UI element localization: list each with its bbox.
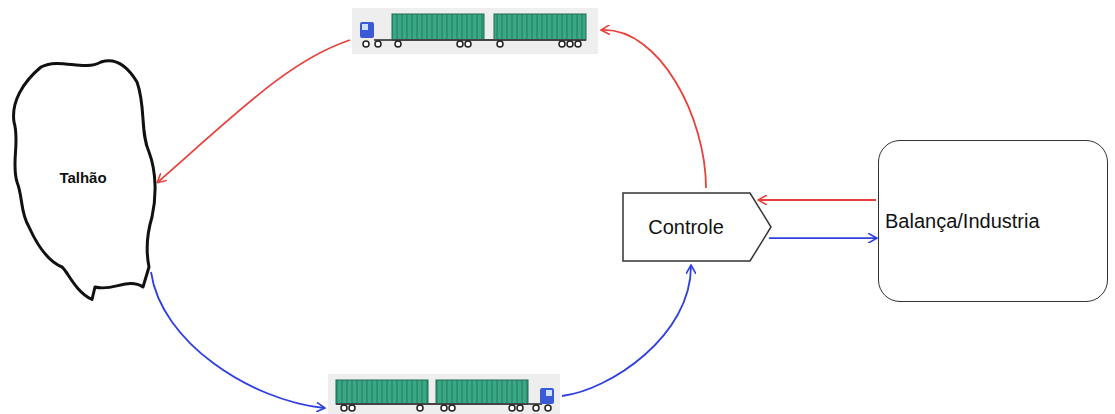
flow-segment [602,30,706,188]
flow-arrow [151,266,691,408]
flow-arrow [759,200,876,201]
flow-segment [158,40,350,182]
node-label: Balança/Industria [885,210,1040,233]
truck-top [352,8,598,54]
flow-arrow [769,238,876,239]
truck-bottom [328,374,560,414]
node-label: Talhão [59,169,106,186]
flow-segment [151,272,324,408]
flow-segment [759,199,876,201]
flow-segment [769,237,876,239]
flow-arrow [158,30,706,188]
node-label: Controle [648,216,724,239]
flow-segment [562,266,691,396]
field-region: Talhão [8,52,158,302]
factory-box: Balança/Industria [878,140,1108,302]
control-pentagon: Controle [622,192,772,262]
